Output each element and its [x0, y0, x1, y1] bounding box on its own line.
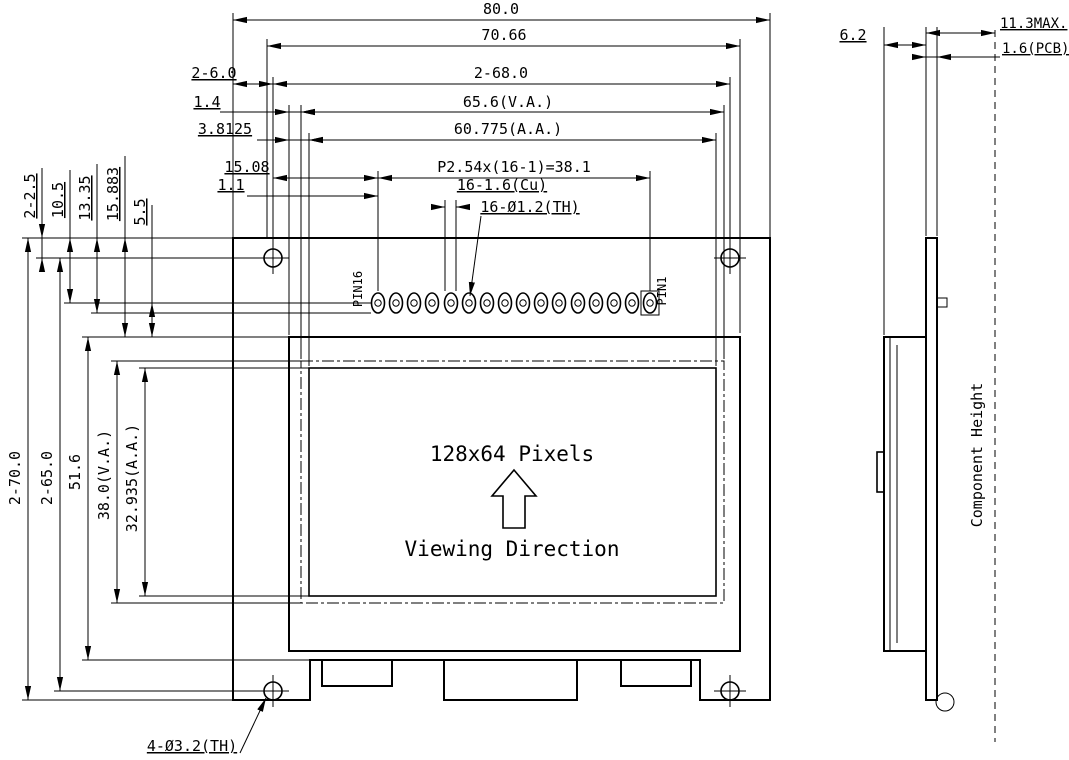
viewing-area	[300, 360, 725, 604]
front-view: PIN16 PIN1 128x64 Pixels Viewing Directi…	[232, 237, 771, 707]
dim-pcb-thickness: 1.6(PCB)	[1002, 41, 1069, 57]
dim-1-4: 1.4	[193, 93, 220, 111]
dim-overall-width: 80.0	[483, 0, 519, 18]
dim-15-883: 15.883	[104, 167, 122, 221]
dim-13-35: 13.35	[76, 175, 94, 220]
dim-5-5: 5.5	[131, 198, 149, 225]
dim-pad-copper: 16-1.6(Cu)	[457, 176, 547, 194]
pin16-label: PIN16	[351, 271, 365, 307]
dim-viewing-area-width: 65.6(V.A.)	[463, 93, 553, 111]
side-left-protrusion	[876, 451, 885, 493]
dim-active-area-width: 60.775(A.A.)	[454, 120, 562, 138]
front-top-dimensions: 80.0 70.66 2-6.0 2-68.0 1.4 65.6(V.A.) 3…	[191, 0, 771, 366]
side-bezel	[883, 336, 927, 652]
dim-viewing-area-height: 38.0(V.A.)	[95, 430, 113, 520]
side-pcb	[925, 237, 938, 701]
dim-1-1: 1.1	[217, 176, 244, 194]
component-height-label: Component Height	[968, 383, 986, 528]
dim-pin-pitch: P2.54x(16-1)=38.1	[437, 158, 591, 176]
side-pin-stub	[936, 297, 948, 308]
dim-overall-height: 2-70.0	[6, 451, 24, 505]
dim-module-depth: 6.2	[839, 26, 866, 44]
dim-pin-hole: 16-Ø1.2(TH)	[480, 198, 579, 216]
pcb-outline	[232, 237, 771, 701]
side-view: Component Height	[876, 30, 996, 742]
dim-hole-spacing-v: 2-65.0	[38, 451, 56, 505]
dim-51-6: 51.6	[66, 454, 84, 490]
dim-pin-row-offset-v: 10.5	[49, 182, 67, 218]
dim-hole-top-offset: 2-2.5	[21, 173, 39, 218]
side-bottom-component	[935, 692, 955, 712]
pin1-label: PIN1	[655, 277, 669, 306]
viewing-direction-label: Viewing Direction	[405, 537, 620, 561]
dim-mount-hole: 4-Ø3.2(TH)	[147, 737, 237, 755]
dim-3-8125: 3.8125	[198, 120, 252, 138]
active-area	[308, 367, 717, 597]
mounting-hole-bottom-right	[714, 675, 746, 707]
dim-15-08: 15.08	[224, 158, 269, 176]
bottom-tab-right	[620, 659, 692, 687]
viewing-direction-arrow-icon	[490, 468, 538, 529]
front-left-dimensions: 2-2.5 10.5 13.35 15.883 5.5 2-70.0 2-65.…	[6, 156, 371, 701]
bottom-tab-center	[443, 659, 578, 701]
bottom-tab-left	[321, 659, 393, 687]
mount-hole-note: 4-Ø3.2(TH)	[147, 697, 267, 755]
display-resolution-label: 128x64 Pixels	[430, 442, 594, 466]
pin-array	[370, 290, 660, 316]
dim-hole-edge-offset: 2-6.0	[191, 64, 236, 82]
dim-active-area-height: 32.935(A.A.)	[123, 424, 141, 532]
dim-max-height: 11.3MAX.	[1000, 16, 1067, 32]
side-dimensions: 6.2 11.3MAX. 1.6(PCB)	[839, 16, 1069, 335]
dim-hole-spacing: 2-68.0	[474, 64, 528, 82]
dim-bezel-width: 70.66	[481, 26, 526, 44]
bezel-outline	[288, 336, 741, 652]
